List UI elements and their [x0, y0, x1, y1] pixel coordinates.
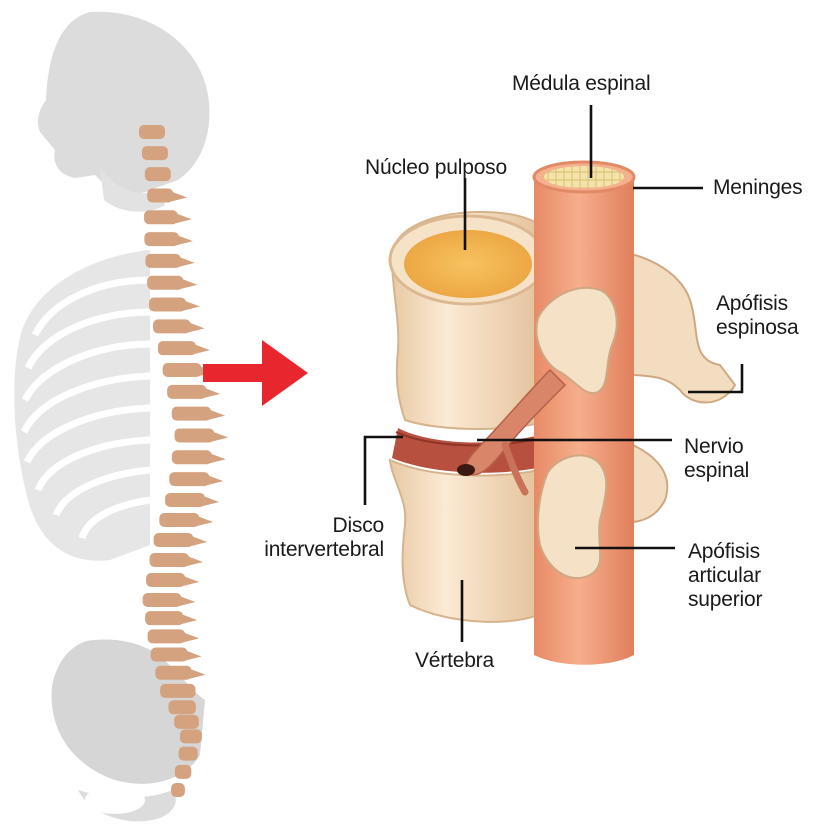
spinal-cord [534, 162, 634, 665]
label-apofisis-articular-line3: superior [688, 588, 762, 612]
spine-vertebra-segment [142, 146, 168, 160]
spinous-process-segment [203, 496, 219, 506]
label-apofisis-articular-line2: articular [688, 564, 762, 588]
spinous-process-segment [179, 596, 195, 606]
spine-vertebra-segment [167, 385, 206, 399]
label-nervio-espinal: Nervio espinal [684, 435, 749, 483]
spinous-process-segment [181, 614, 197, 624]
spinous-process-segment [183, 576, 199, 586]
spinous-process-segment [207, 475, 223, 485]
spine-vertebra-segment [171, 783, 185, 797]
spine-vertebra-segment [159, 513, 199, 527]
label-disco-line1: Disco [242, 514, 384, 538]
spine-vertebra-segment [145, 254, 180, 268]
spinous-process-segment [181, 279, 197, 289]
spine-vertebra-segment [154, 533, 194, 547]
spine-vertebra-segment [175, 428, 215, 442]
spinous-process-segment [187, 556, 203, 566]
label-nervio-line1: Nervio [684, 435, 749, 459]
spine-vertebra-segment [179, 747, 198, 761]
spine-vertebra-segment [148, 629, 186, 643]
spine-vertebra-segment [144, 210, 178, 224]
spine-vertebra-segment [139, 125, 165, 139]
spine-vertebra-segment [145, 167, 171, 181]
spine-vertebra-segment [158, 341, 196, 355]
label-nervio-line2: espinal [684, 459, 749, 483]
spinous-process-segment [204, 388, 220, 398]
spine-vertebra-segment [149, 298, 186, 312]
spine-vertebra-segment [169, 472, 209, 486]
spine-vertebra-segment [165, 493, 205, 507]
spinous-process-segment [179, 257, 195, 267]
spinous-process-segment [186, 651, 202, 661]
spine-vertebra-segment [151, 648, 188, 662]
spine-vertebra-segment [147, 188, 173, 202]
spinous-process-segment [194, 344, 210, 354]
label-medula-espinal: Médula espinal [512, 72, 650, 96]
spinous-process-segment [171, 191, 187, 201]
label-apofisis-articular: Apófisis articular superior [688, 540, 762, 612]
label-apofisis-espinosa-line2: espinosa [716, 316, 798, 340]
spine-vertebra-segment [160, 684, 195, 698]
label-meninges: Meninges [713, 176, 802, 200]
spinous-process-segment [210, 453, 226, 463]
label-apofisis-espinosa-line1: Apófisis [716, 292, 798, 316]
label-disco-line2: intervertebral [242, 538, 384, 562]
label-apofisis-espinosa: Apófisis espinosa [716, 292, 798, 340]
spinous-process-segment [176, 213, 192, 223]
spinous-process-segment [209, 410, 225, 420]
spinous-process-segment [183, 632, 199, 642]
label-nucleo-pulposo: Núcleo pulposo [365, 156, 507, 180]
nucleus-pulposus [404, 230, 532, 298]
spinous-process-segment [189, 322, 205, 332]
spine-vertebra-segment [147, 276, 183, 290]
spine-vertebra-segment [145, 611, 183, 625]
spinous-process-segment [197, 516, 213, 526]
spine-vertebra-segment [172, 450, 212, 464]
spinous-process-segment [177, 235, 193, 245]
spine-vertebra-segment [174, 715, 199, 729]
label-vertebra: Vértebra [415, 649, 494, 673]
spinous-process-segment [191, 536, 207, 546]
spine-vertebra-segment [180, 729, 202, 743]
label-disco-intervertebral: Disco intervertebral [242, 514, 384, 562]
arrow-icon [203, 340, 308, 406]
spine-vertebra-segment [153, 319, 191, 333]
spinous-process-segment [212, 431, 228, 441]
spine-vertebra-segment [150, 553, 189, 567]
label-apofisis-articular-line1: Apófisis [688, 540, 762, 564]
spinous-process-segment [190, 669, 206, 679]
spine-vertebra-segment [144, 232, 179, 246]
spine-vertebra-segment [143, 593, 182, 607]
spine-vertebra-segment [163, 363, 202, 377]
spinous-process-segment [184, 301, 200, 311]
spine-vertebra-segment [146, 573, 185, 587]
spine-vertebra-segment [172, 407, 211, 421]
spine-vertebra-segment [168, 700, 195, 714]
spine-vertebra-segment [175, 765, 192, 779]
spine-vertebra-segment [155, 666, 191, 680]
